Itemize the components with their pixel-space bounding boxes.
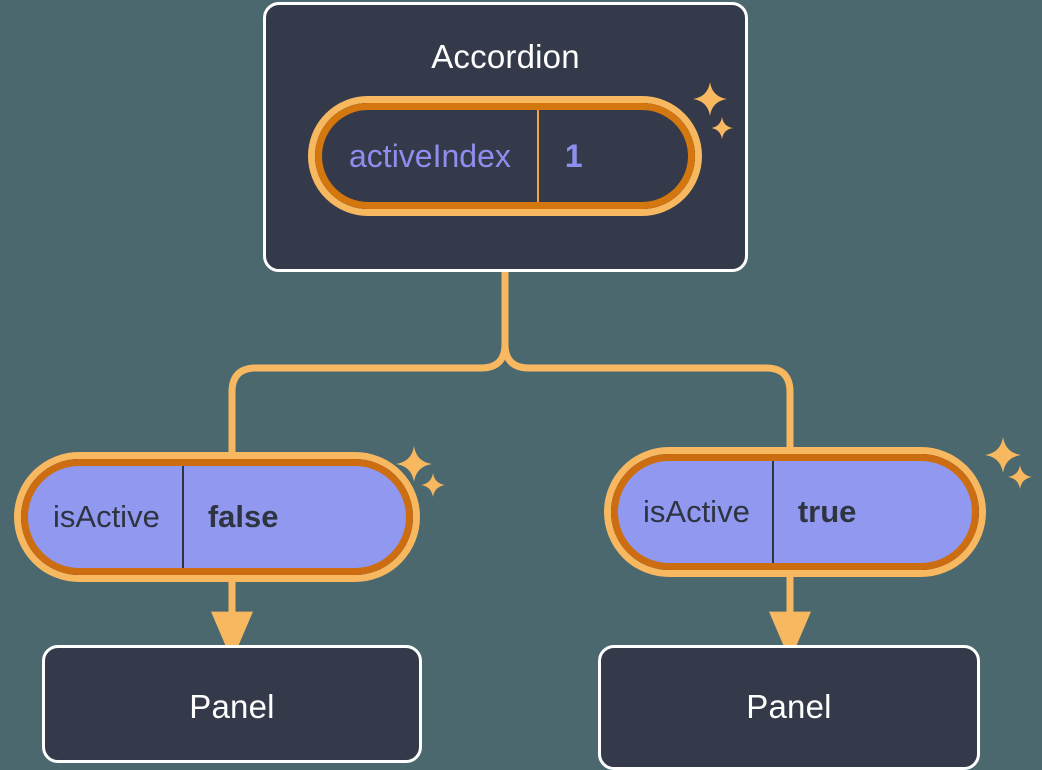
connector-root-to-branch-right xyxy=(501,340,794,454)
state-pill-is-active-right[interactable]: isActive true xyxy=(604,447,986,577)
state-pill-inner: activeIndex 1 xyxy=(315,103,695,209)
state-pill-active-index[interactable]: activeIndex 1 xyxy=(308,96,702,216)
component-title-panel-left: Panel xyxy=(189,688,275,725)
component-title-accordion: Accordion xyxy=(431,38,580,75)
state-value-is-active-right: true xyxy=(771,456,887,568)
state-value-active-index: 1 xyxy=(536,103,621,209)
component-title-panel-right: Panel xyxy=(746,688,832,725)
connector-root-to-branches xyxy=(228,268,509,459)
state-pill-inner: isActive true xyxy=(611,454,979,570)
state-key-active-index: activeIndex xyxy=(349,137,511,174)
component-node-panel-right[interactable]: Panel xyxy=(598,645,980,770)
component-node-panel-left[interactable]: Panel xyxy=(42,645,422,763)
state-pill-is-active-left[interactable]: isActive false xyxy=(14,452,420,582)
state-key-is-active-left: isActive xyxy=(53,499,160,534)
state-value-is-active-left: false xyxy=(181,461,309,573)
state-key-is-active-right: isActive xyxy=(643,494,750,529)
state-pill-inner: isActive false xyxy=(21,459,413,575)
